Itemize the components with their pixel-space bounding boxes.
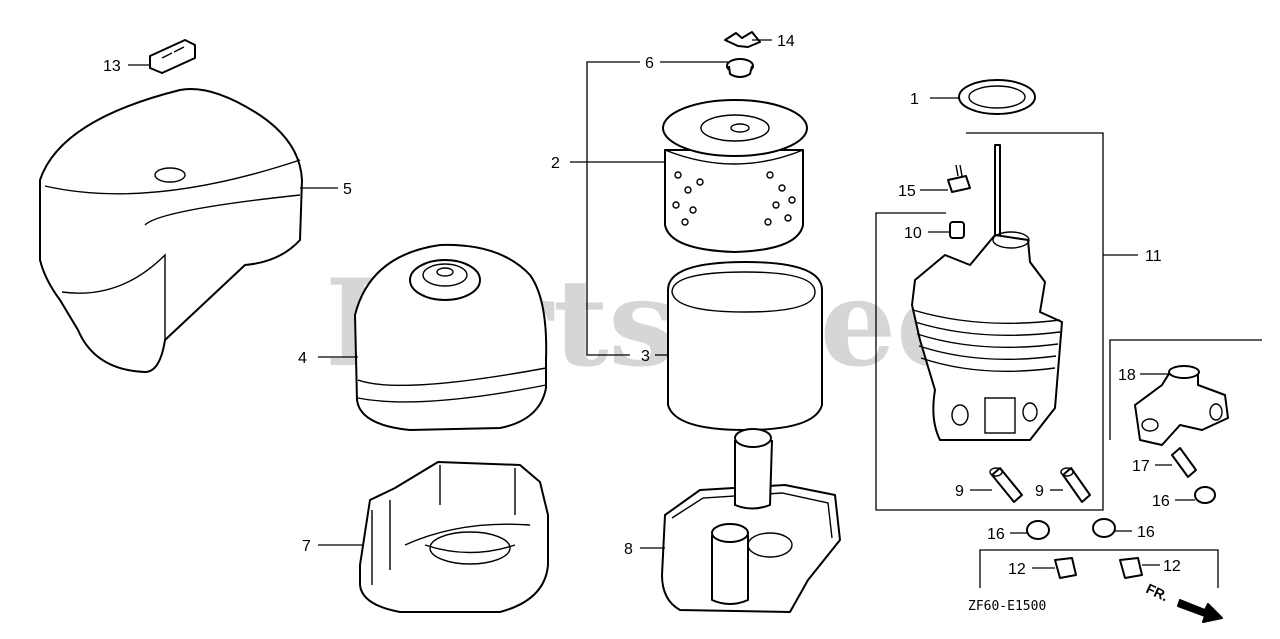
callout-2: 2 <box>551 155 560 172</box>
part-9-tube-a <box>989 467 1023 503</box>
part-8-case <box>661 428 841 613</box>
callout-15: 15 <box>898 183 916 200</box>
callout-12-left: 12 <box>1008 561 1026 578</box>
part-6-nut <box>726 58 754 78</box>
callout-16-center: 16 <box>1137 524 1155 541</box>
front-direction-arrow: FR. <box>1144 580 1223 623</box>
callout-9-right: 9 <box>1035 483 1044 500</box>
callout-11: 11 <box>1145 248 1162 265</box>
part-2-paper-element <box>662 99 808 253</box>
callout-6: 6 <box>645 55 654 72</box>
part-16-nut-a <box>1194 486 1216 504</box>
part-14-wing-nut <box>724 31 761 48</box>
part-12-grommet-a <box>1054 557 1077 579</box>
part-17-tube <box>1171 447 1197 478</box>
part-9-tube-b <box>1060 467 1091 503</box>
diagram-code: ZF60-E1500 <box>968 599 1046 614</box>
part-1-seal <box>958 79 1036 115</box>
callout-13: 13 <box>103 58 121 75</box>
part-11-elbow <box>911 144 1063 441</box>
callout-16-left: 16 <box>987 526 1005 543</box>
part-7-base <box>359 461 549 613</box>
bracket-11 <box>875 132 1138 511</box>
part-12-grommet-b <box>1119 557 1143 579</box>
part-5-cover <box>39 87 303 373</box>
callout-5: 5 <box>343 181 352 198</box>
part-10-spacer <box>949 221 965 239</box>
callout-14: 14 <box>777 33 795 50</box>
bracket-2-3 <box>586 61 640 356</box>
leader-lines <box>128 39 1195 569</box>
part-16-nut-c <box>1092 518 1116 538</box>
part-13-clip <box>149 39 196 74</box>
part-15-bolt <box>947 164 971 193</box>
part-4-filter-housing <box>354 243 548 431</box>
front-direction-label: FR. <box>1144 580 1171 604</box>
callout-3: 3 <box>641 348 650 365</box>
callout-7: 7 <box>302 538 311 555</box>
part-18-joint <box>1134 365 1229 446</box>
callout-4: 4 <box>298 350 307 367</box>
bracket-12 <box>979 549 1219 588</box>
part-3-foam-element <box>667 261 823 431</box>
callout-9-left: 9 <box>955 483 964 500</box>
callout-8: 8 <box>624 541 633 558</box>
callout-16-right: 16 <box>1152 493 1170 510</box>
bracket-18 <box>1109 339 1262 440</box>
part-16-nut-b <box>1026 520 1050 540</box>
callout-18: 18 <box>1118 367 1136 384</box>
callout-1: 1 <box>910 91 919 108</box>
callout-17: 17 <box>1132 458 1150 475</box>
callout-10: 10 <box>904 225 922 242</box>
callout-12-right: 12 <box>1163 558 1181 575</box>
